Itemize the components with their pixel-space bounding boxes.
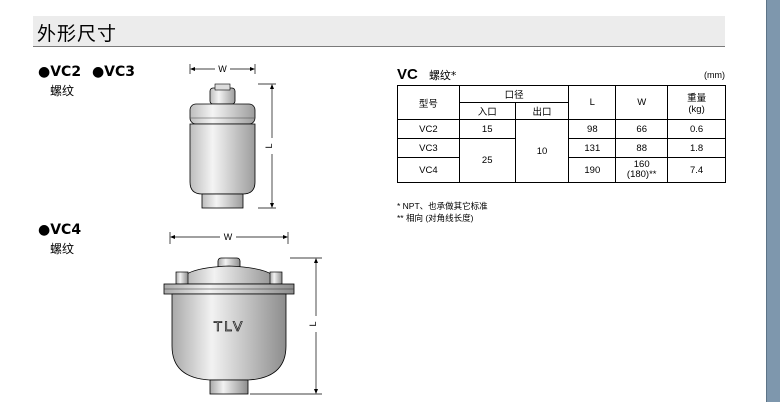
- table-subheader-row: 入口 出口: [398, 102, 726, 120]
- cell-l: 98: [568, 119, 617, 139]
- thread-label-2: 螺纹: [50, 242, 75, 256]
- table-row: VC2 15 10 98 66 0.6: [397, 119, 726, 183]
- header-inlet: 入口: [458, 102, 516, 120]
- cell-w: 88: [615, 138, 669, 158]
- cell-model: VC4: [397, 157, 460, 183]
- cell-inlet: 25: [458, 138, 516, 183]
- page-edge-strip: [767, 0, 780, 402]
- bullet-icon: ●: [91, 64, 105, 80]
- dim-l-label: L: [264, 143, 274, 148]
- dim-l-label: L: [308, 321, 318, 326]
- model-heading-vc2-vc3: ●VC2 ●VC3: [38, 64, 135, 80]
- spec-table: 型号 口径 L W 重量(kg) 入口 出口 VC2 15 10 98 66 0…: [397, 85, 726, 183]
- section-title: 外形尺寸: [37, 23, 118, 45]
- header-model: 型号: [397, 85, 460, 120]
- cell-weight: 0.6: [667, 119, 726, 139]
- table-unit: (mm): [704, 70, 725, 80]
- table-title-row: VC 螺纹* (mm): [397, 64, 727, 83]
- header-port: 口径: [458, 85, 570, 103]
- bullet-icon: ●: [38, 222, 51, 238]
- thread-label-1: 螺纹: [50, 84, 75, 98]
- table-row: VC4 190 160(180)** 7.4: [397, 157, 726, 183]
- header-l: L: [568, 85, 617, 120]
- cell-model: VC2: [397, 119, 460, 139]
- dim-w-label: W: [224, 232, 233, 242]
- cell-outlet: 10: [514, 119, 570, 183]
- cell-inlet: 15: [458, 119, 516, 139]
- table-title-model: VC: [397, 66, 418, 83]
- footnote-1: * NPT、也承做其它标准: [397, 201, 488, 211]
- tlv-logo: TLV: [214, 318, 245, 334]
- model-label-vc3: VC3: [104, 64, 136, 80]
- cell-l: 131: [568, 138, 617, 158]
- header-outlet: 出口: [514, 102, 570, 120]
- bullet-icon: ●: [38, 64, 51, 80]
- table-title-sub: 螺纹*: [428, 69, 457, 82]
- table-header-row: 型号 口径 L W 重量(kg): [397, 85, 726, 120]
- page-edge-line: [766, 0, 767, 402]
- footnote-2: ** 相向 (对角线长度): [397, 213, 474, 223]
- section-title-bar: 外形尺寸: [33, 16, 725, 47]
- model-label-vc4: VC4: [50, 222, 82, 238]
- vc2-vc3-drawing: W L: [189, 64, 276, 209]
- vc4-drawing: W TLV L: [163, 232, 322, 395]
- cell-w: 66: [615, 119, 669, 139]
- header-w: W: [615, 85, 669, 120]
- cell-l: 190: [568, 157, 617, 183]
- model-heading-vc4: ●VC4: [38, 222, 81, 238]
- cell-w: 160(180)**: [615, 157, 669, 183]
- cell-weight: 1.8: [667, 138, 726, 158]
- cell-model: VC3: [397, 138, 460, 158]
- cell-weight: 7.4: [667, 157, 726, 183]
- model-label-vc2: VC2: [50, 64, 82, 80]
- dim-w-label: W: [218, 64, 227, 74]
- header-weight: 重量(kg): [667, 85, 726, 120]
